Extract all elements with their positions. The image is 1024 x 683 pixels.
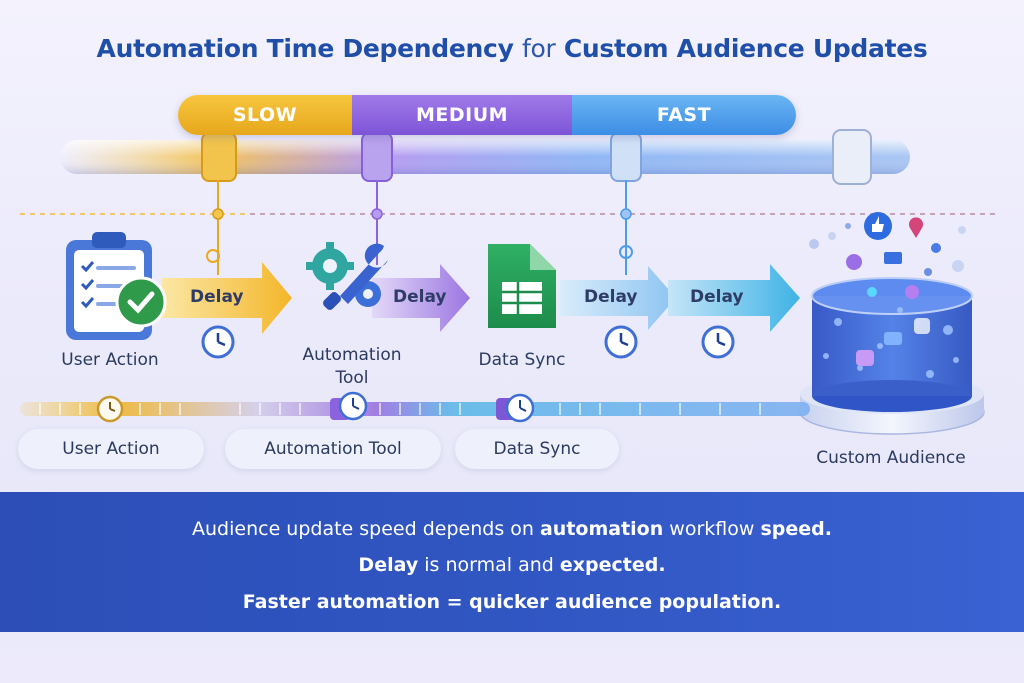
summary-banner	[0, 492, 1024, 632]
speed-bar: SLOW MEDIUM FAST	[178, 95, 796, 135]
mail-icon	[884, 252, 902, 264]
summary-line-1: Audience update speed depends on automat…	[0, 518, 1024, 540]
speed-slow: SLOW	[178, 95, 352, 135]
summary-line-3: Faster automation = quicker audience pop…	[242, 591, 782, 613]
delay-label-4: Delay	[690, 287, 744, 307]
summary-line-2-a: Delay	[358, 554, 419, 576]
clock-icon	[505, 393, 535, 423]
stage-custom-audience: Custom Audience	[816, 448, 966, 468]
user-icon	[846, 254, 862, 270]
delay-arrow-4	[668, 264, 800, 332]
like-icon	[914, 318, 930, 334]
timeline-pill-user-action: User Action	[18, 429, 204, 469]
stage-data-sync: Data Sync	[478, 350, 566, 370]
summary-line-2-c: expected.	[559, 554, 666, 576]
delay-label-2: Delay	[393, 287, 447, 307]
title-part-3: Custom Audience Updates	[555, 34, 928, 63]
clock-icon	[338, 391, 368, 421]
timeline-pill-automation-tool: Automation Tool	[225, 429, 441, 469]
clock-icon	[96, 395, 124, 423]
summary-line-1-a: Audience update speed depends on	[192, 518, 540, 540]
delay-label-3: Delay	[584, 287, 638, 307]
delay-arrow-3	[560, 266, 676, 330]
title-part-2: for	[521, 34, 556, 63]
summary-line-1-d: speed.	[760, 518, 832, 540]
timeline-bar	[20, 398, 810, 420]
speed-medium: MEDIUM	[352, 95, 572, 135]
stage-user-action: User Action	[61, 350, 159, 370]
summary-line-2: Delay is normal and expected.	[0, 554, 1024, 576]
database-cylinder-icon	[799, 277, 985, 435]
page-title: Automation Time Dependency for Custom Au…	[0, 34, 1024, 63]
stage-automation-tool: Automation Tool	[282, 344, 422, 390]
summary-line-1-c: workflow	[663, 518, 761, 540]
stage-automation-tool-line1: Automation	[302, 345, 402, 365]
clock-icon	[201, 325, 235, 359]
location-pin-icon	[908, 217, 923, 238]
delay-label-1: Delay	[190, 287, 244, 307]
user-icon	[856, 350, 874, 366]
speed-pipe	[60, 129, 910, 185]
spreadsheet-icon	[488, 244, 556, 328]
speed-fast: FAST	[572, 95, 796, 135]
clock-icon	[701, 325, 735, 359]
stage-automation-tool-line2: Tool	[335, 368, 369, 388]
delay-arrow-1	[162, 262, 292, 334]
delay-arrow-2	[372, 264, 470, 332]
gears-wrench-icon	[306, 242, 388, 310]
summary-line-1-b: automation	[539, 518, 664, 540]
timeline-pill-data-sync: Data Sync	[455, 429, 619, 469]
mail-icon	[884, 332, 902, 345]
title-part-1: Automation Time Dependency	[96, 34, 522, 63]
summary-line-2-b: is normal and	[418, 554, 560, 576]
clock-icon	[604, 325, 638, 359]
clipboard-checklist-icon	[66, 232, 167, 340]
